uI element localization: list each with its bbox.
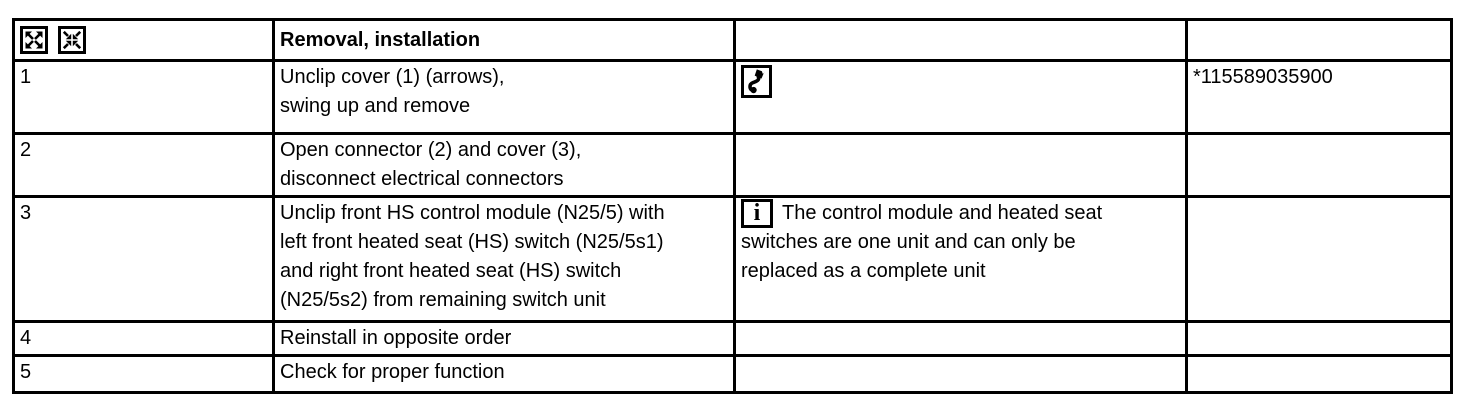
part-number-cell (1185, 354, 1453, 394)
header-controls-cell (12, 18, 275, 62)
step-number-cell: 4 (12, 320, 275, 357)
note-cell (733, 132, 1188, 198)
table-row: 2 Open connector (2) and cover (3), disc… (12, 132, 1453, 198)
header-part-cell (1185, 18, 1453, 62)
step-number-cell: 5 (12, 354, 275, 394)
table-title: Removal, installation (280, 28, 481, 51)
instruction-text: Reinstall in opposite order (280, 327, 512, 349)
note-cell (733, 59, 1188, 135)
table-row: 5 Check for proper function (12, 354, 1453, 394)
instruction-cell: Unclip front HS control module (N25/5) w… (272, 195, 736, 323)
step-number-cell: 2 (12, 132, 275, 198)
note-cell (733, 320, 1188, 357)
instruction-cell: Unclip cover (1) (arrows), swing up and … (272, 59, 736, 135)
table-row: 1 Unclip cover (1) (arrows), swing up an… (12, 59, 1453, 135)
part-number-cell: *115589035900 (1185, 59, 1453, 135)
note-cell (733, 354, 1188, 394)
step-number: 4 (20, 327, 32, 349)
instruction-text: Open connector (2) and cover (3), discon… (280, 139, 582, 190)
instruction-cell: Reinstall in opposite order (272, 320, 736, 357)
note-text: The control module and heated seat switc… (741, 202, 1103, 282)
procedure-table: Removal, installation 1 Unclip cover (1)… (12, 18, 1453, 394)
part-number: *115589035900 (1193, 66, 1333, 88)
step-number-cell: 1 (12, 59, 275, 135)
step-number: 2 (20, 139, 32, 161)
part-number-cell (1185, 195, 1453, 323)
instruction-text: Unclip cover (1) (arrows), swing up and … (280, 66, 505, 117)
table-header-row: Removal, installation (12, 18, 1453, 62)
header-title-cell: Removal, installation (272, 18, 736, 62)
ratchet-tool-icon (741, 65, 772, 98)
table-row: 3 Unclip front HS control module (N25/5)… (12, 195, 1453, 323)
step-number: 1 (20, 66, 32, 88)
info-icon: i (741, 199, 773, 228)
expand-icon[interactable] (20, 26, 48, 55)
collapse-icon[interactable] (58, 26, 86, 55)
table-row: 4 Reinstall in opposite order (12, 320, 1453, 357)
step-number: 5 (20, 361, 32, 383)
part-number-cell (1185, 132, 1453, 198)
instruction-cell: Open connector (2) and cover (3), discon… (272, 132, 736, 198)
instruction-text: Unclip front HS control module (N25/5) w… (280, 202, 665, 311)
part-number-cell (1185, 320, 1453, 357)
instruction-cell: Check for proper function (272, 354, 736, 394)
step-number-cell: 3 (12, 195, 275, 323)
header-note-cell (733, 18, 1188, 62)
step-number: 3 (20, 202, 32, 224)
instruction-text: Check for proper function (280, 361, 505, 383)
